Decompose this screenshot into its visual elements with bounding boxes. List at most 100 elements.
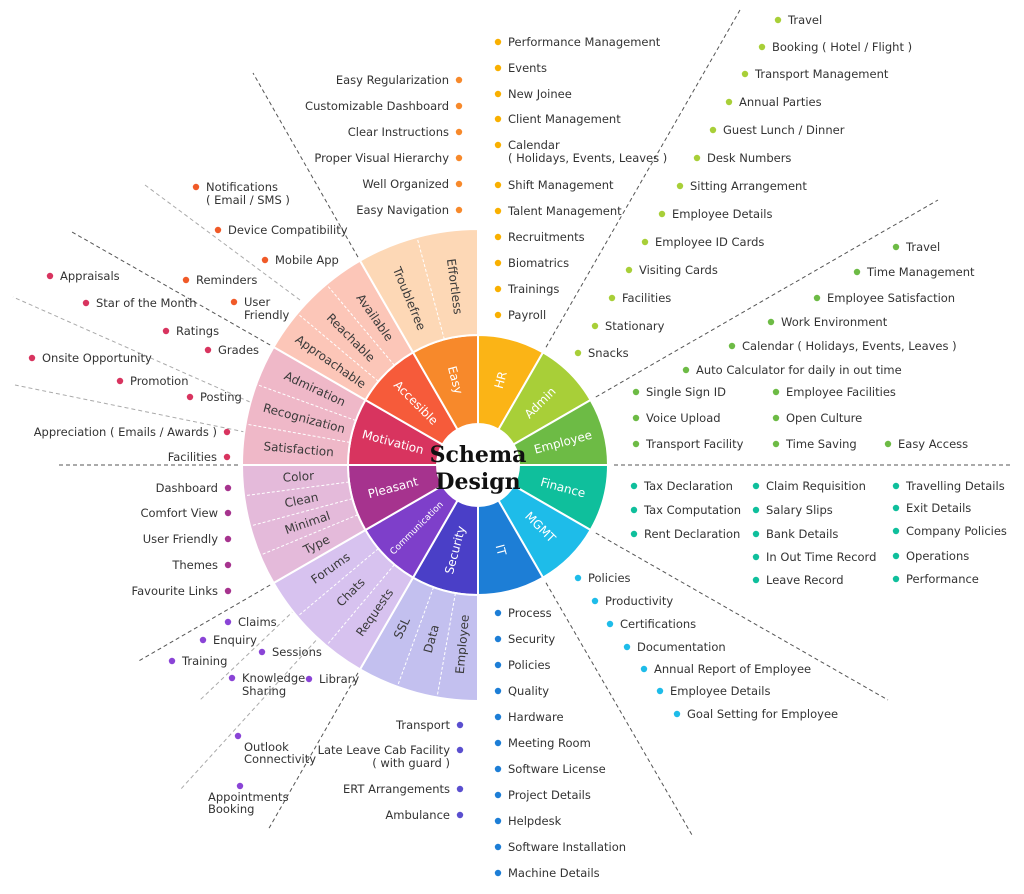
list-item: Appreciation ( Emails / Awards ) (34, 425, 231, 439)
bullet-dot-icon (632, 388, 640, 396)
dashed-divider (595, 532, 889, 701)
bullet-dot-icon (234, 732, 242, 740)
list-item-label: Late Leave Cab Facility (318, 743, 451, 757)
list-item-label: Enquiry (213, 633, 257, 647)
list-item: Work Environment (767, 315, 888, 329)
list-item-label: Proper Visual Hierarchy (314, 151, 449, 165)
bullet-dot-icon (656, 687, 664, 695)
list-item: Claim Requisition (752, 479, 866, 493)
list-item-label: Easy Navigation (356, 203, 449, 217)
list-item: Transport (395, 718, 464, 732)
list-item: Tax Computation (630, 503, 741, 517)
list-item: Leave Record (752, 573, 844, 587)
list-item: Transport Management (741, 67, 889, 81)
list-item: Machine Details (494, 866, 600, 880)
list-item: Helpdesk (494, 814, 562, 828)
list-item-label: Ratings (176, 324, 219, 338)
list-item: Company Policies (892, 524, 1007, 538)
list-item-label: Appreciation ( Emails / Awards ) (34, 425, 217, 439)
list-item-label: Facilities (622, 291, 671, 305)
list-item: Posting (186, 390, 242, 404)
list-item: Dashboard (156, 481, 232, 495)
list-item-label: Transport Facility (645, 437, 744, 451)
bullet-dot-icon (116, 377, 124, 385)
bullet-dot-icon (591, 322, 599, 330)
list-item-label: Operations (906, 549, 969, 563)
bullet-dot-icon (892, 504, 900, 512)
bullet-dot-icon (752, 530, 760, 538)
bullet-dot-icon (630, 530, 638, 538)
bullet-dot-icon (494, 207, 502, 215)
list-item-label: In Out Time Record (766, 550, 876, 564)
bullet-dot-icon (494, 713, 502, 721)
list-item: Facilities (168, 450, 231, 464)
list-item: Comfort View (140, 506, 232, 520)
list-item-label: Shift Management (508, 178, 614, 192)
outer-segment-easy (358, 227, 479, 354)
list-accesible: Notifications( Email / SMS )Device Compa… (182, 180, 348, 322)
list-item-label: Annual Report of Employee (654, 662, 811, 676)
list-item-label: ( Email / SMS ) (206, 193, 290, 207)
bullet-dot-icon (630, 482, 638, 490)
list-item: Training (168, 654, 227, 668)
list-item: Performance Management (494, 35, 661, 49)
list-item: Hardware (494, 710, 564, 724)
list-item: Meeting Room (494, 736, 591, 750)
list-item-label: Auto Calculator for daily in out time (696, 363, 902, 377)
list-item-label: Recruitments (508, 230, 585, 244)
list-item-label: Employee Facilities (786, 385, 896, 399)
list-item-label: Connectivity (244, 752, 316, 766)
bullet-dot-icon (884, 440, 892, 448)
bullet-dot-icon (752, 506, 760, 514)
list-item: Annual Parties (725, 95, 822, 109)
list-item-label: Time Management (866, 265, 975, 279)
sub-divider (256, 383, 357, 422)
list-communication: ClaimsEnquiryTrainingSessionsKnowledgeSh… (168, 615, 359, 816)
bullet-dot-icon (574, 574, 582, 582)
list-item-label: Goal Setting for Employee (687, 707, 838, 721)
bullet-dot-icon (456, 785, 464, 793)
list-item: Certifications (606, 617, 696, 631)
list-item: Documentation (623, 640, 726, 654)
list-item: Payroll (494, 308, 546, 322)
list-item-label: User Friendly (143, 532, 218, 546)
bullet-dot-icon (591, 597, 599, 605)
bullet-dot-icon (230, 298, 238, 306)
list-item: Employee Facilities (772, 385, 896, 399)
list-item: Booking ( Hotel / Flight ) (758, 40, 912, 54)
list-item: Late Leave Cab Facility( with guard ) (318, 743, 464, 770)
list-item: Quality (494, 684, 549, 698)
dashed-divider (595, 199, 939, 398)
bullet-dot-icon (772, 388, 780, 396)
list-item: Clear Instructions (348, 125, 463, 139)
bullet-dot-icon (772, 414, 780, 422)
list-item: Appraisals (46, 269, 120, 283)
list-item: Reminders (182, 273, 257, 287)
bullet-dot-icon (640, 665, 648, 673)
list-item-label: Calendar (508, 138, 560, 152)
list-item-label: Project Details (508, 788, 591, 802)
list-item-label: Training (181, 654, 227, 668)
list-item-label: ( Holidays, Events, Leaves ) (508, 151, 667, 165)
bullet-dot-icon (772, 440, 780, 448)
list-item: Stationary (591, 319, 665, 333)
bullet-dot-icon (752, 553, 760, 561)
list-item-label: Notifications (206, 180, 278, 194)
bullet-dot-icon (182, 276, 190, 284)
list-item-label: Salary Slips (766, 503, 833, 517)
bullet-dot-icon (224, 484, 232, 492)
list-item: Easy Regularization (336, 73, 463, 87)
list-item-label: Certifications (620, 617, 696, 631)
list-item: Proper Visual Hierarchy (314, 151, 463, 165)
bullet-dot-icon (758, 43, 766, 51)
list-item: Ratings (162, 324, 219, 338)
bullet-dot-icon (767, 318, 775, 326)
